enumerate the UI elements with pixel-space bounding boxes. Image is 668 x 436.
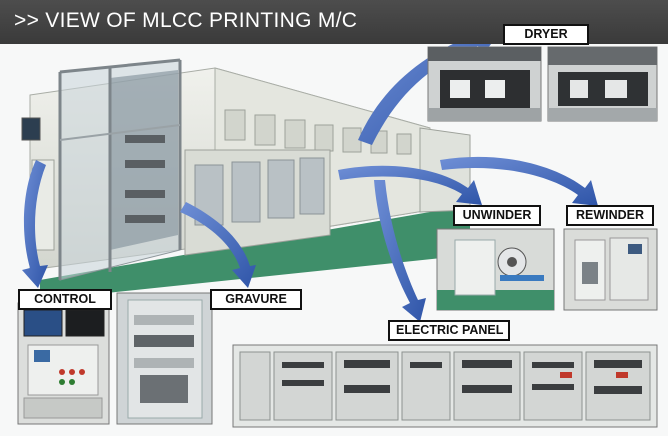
label-control: CONTROL [18, 289, 112, 310]
label-unwinder: UNWINDER [453, 205, 541, 226]
gravure-photo [116, 292, 213, 425]
label-rewinder: REWINDER [566, 205, 654, 226]
unwinder-photo [436, 228, 555, 311]
arrow-electric-panel [374, 180, 426, 322]
arrow-rewinder [440, 156, 598, 206]
arrow-control [22, 160, 48, 288]
machine-photo [21, 58, 471, 300]
dryer-photo-right [547, 46, 658, 122]
page-title: >> VIEW OF MLCC PRINTING M/C [14, 9, 358, 32]
electric-panel-photo [232, 344, 658, 428]
rewinder-photo [563, 228, 658, 311]
arrow-unwinder [338, 165, 482, 205]
arrow-gravure [180, 202, 256, 288]
label-electric-panel: ELECTRIC PANEL [388, 320, 510, 341]
label-dryer: DRYER [503, 24, 589, 45]
label-gravure: GRAVURE [210, 289, 302, 310]
dryer-photo-left [427, 46, 542, 122]
control-photo [17, 302, 110, 425]
